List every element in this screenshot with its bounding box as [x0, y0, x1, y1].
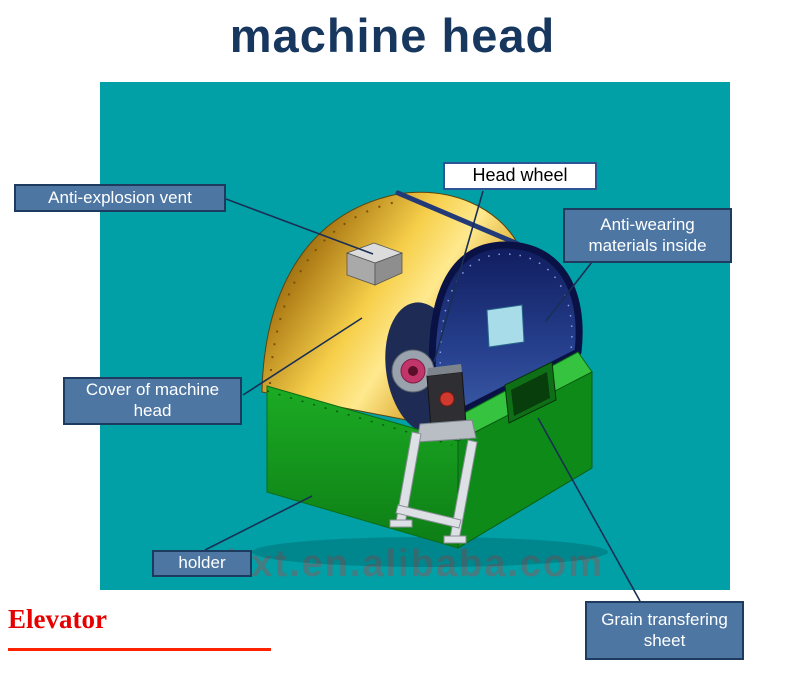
label-anti-wearing-materials: Anti-wearing materials inside [563, 208, 732, 263]
brand-elevator: Elevator [8, 604, 107, 634]
diagram-canvas: hxt.en.alibaba.com [100, 82, 730, 590]
label-anti-explosion-vent: Anti-explosion vent [14, 184, 226, 212]
label-holder: holder [152, 550, 252, 577]
label-grain-transfering-sheet: Grain transfering sheet [585, 601, 744, 660]
label-head-wheel: Head wheel [443, 162, 597, 190]
page-title: machine head [229, 9, 556, 62]
label-cover-of-machine-head: Cover of machine head [63, 377, 242, 425]
brand-underline [8, 648, 271, 651]
